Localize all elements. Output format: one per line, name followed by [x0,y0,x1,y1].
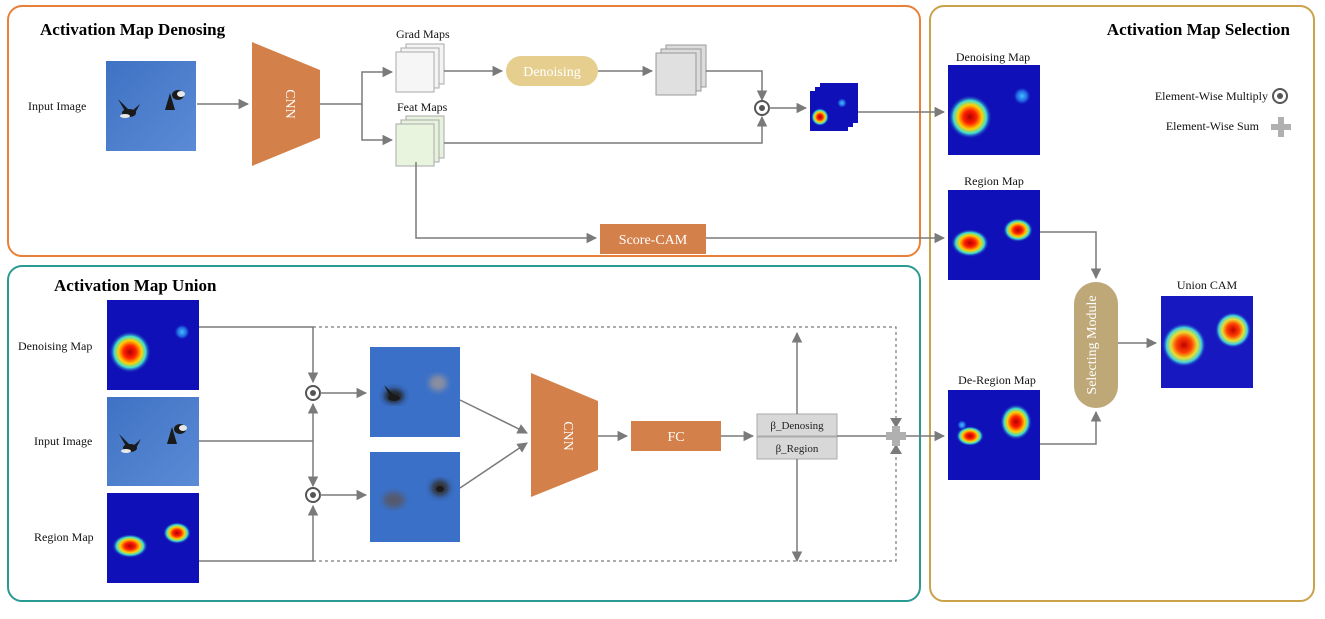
beta-denoising-label: β_Denosing [770,420,824,432]
union-sum-op [886,426,906,446]
fc-label: FC [667,430,684,445]
arrow-feat-to-multiply [444,115,768,144]
denoised-maps-stack [655,44,707,96]
sel-denoising-map-label: Denoising Map [956,50,1030,64]
denoise-input-label: Input Image [28,99,86,113]
arrowhead-bottom-to-sum [890,444,902,454]
sel-denoising-map [948,65,1040,155]
masked-image-region [370,452,460,542]
arrow-cnn-to-grad [320,66,394,105]
union-denoising-map [107,300,199,390]
denoising-panel [7,5,921,257]
arrow-cnn-to-feat [361,104,394,146]
selecting-module-label: Selecting Module [1085,295,1100,394]
dotted-path-bottom [313,454,897,562]
denoising-module [506,56,598,86]
union-panel-title: Activation Map Union [54,276,217,295]
union-denoising-map-label: Denoising Map [18,339,92,353]
beta-region-label: β_Region [776,443,819,455]
arrow-masked1-to-cnn [459,399,528,434]
sel-deregion-map [948,390,1040,480]
scorecam-block [600,224,706,254]
selecting-module [1074,282,1118,408]
denoise-input-image [106,61,196,151]
sel-deregion-map-label: De-Region Map [958,373,1036,387]
arrow-input-to-mult1 [199,402,319,442]
masked-image-denoising [370,347,460,437]
legend-sum-label: Element-Wise Sum [1166,119,1260,133]
selection-panel [929,5,1315,602]
arrow-feat-to-scorecam [415,162,598,244]
arrow-maps-to-multiply [706,70,768,102]
union-cam-map [1161,296,1253,388]
union-multiply-op-2 [305,487,321,503]
union-multiply-op-1 [305,385,321,401]
denoise-cnn-label: CNN [282,89,297,119]
denoising-module-label: Denoising [523,65,581,80]
arrow-region-to-mult2 [199,504,319,562]
arrow-masked2-to-cnn [459,442,528,489]
dotted-path-top [313,326,897,418]
sel-region-map-label: Region Map [964,174,1024,188]
fc-block [631,421,721,451]
beta-box [756,413,838,460]
union-input-image [107,397,199,486]
denoise-cam-stack [810,83,858,131]
grad-maps-stack [395,43,445,93]
denoise-cnn-block [252,42,320,166]
arrow-deregion-to-selecting [1040,410,1102,445]
union-cnn-block [531,373,598,497]
selection-panel-title: Activation Map Selection [1107,20,1291,39]
denoising-panel-title: Activation Map Denosing [40,20,226,39]
scorecam-label: Score-CAM [619,233,688,248]
arrow-denoising-to-mult1 [199,326,319,384]
union-panel [7,265,921,602]
arrowhead-top-to-sum [890,418,902,428]
sel-region-map [948,190,1040,280]
union-input-label: Input Image [34,434,92,448]
union-region-map-label: Region Map [34,530,94,544]
grad-maps-label: Grad Maps [396,27,450,41]
arrow-region-to-selecting [1040,231,1102,280]
union-region-map [107,493,199,583]
feat-maps-label: Feat Maps [397,100,448,114]
union-cnn-label: CNN [560,421,575,451]
multiply-icon [1272,88,1288,104]
denoise-multiply-op [754,100,770,116]
union-cam-label: Union CAM [1177,278,1238,292]
legend-multiply-label: Element-Wise Multiply [1155,89,1268,103]
feat-maps-stack [395,115,445,167]
sum-icon [1271,117,1291,137]
